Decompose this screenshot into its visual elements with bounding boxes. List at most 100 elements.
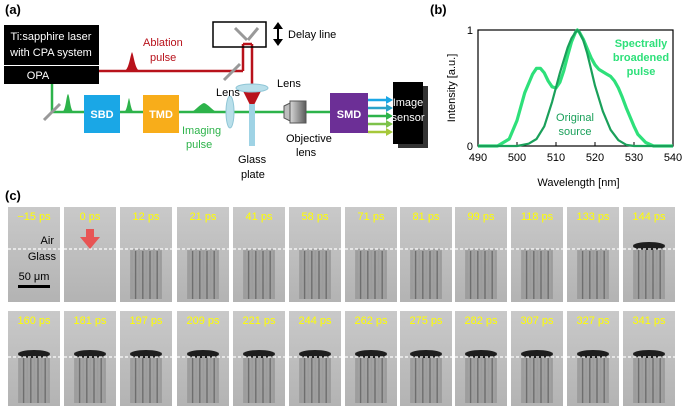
frame-image: 341 ps bbox=[623, 311, 675, 406]
frame-tile: 282 ps bbox=[455, 311, 507, 406]
objective-label-line1: Objective bbox=[286, 133, 332, 145]
frame-image: 133 ps bbox=[567, 207, 619, 302]
ejected-material bbox=[577, 350, 609, 358]
panel-a-label: (a) bbox=[5, 2, 21, 17]
time-label: 275 ps bbox=[409, 315, 443, 327]
glass-label: Glass bbox=[28, 251, 57, 263]
ejected-material bbox=[521, 350, 553, 358]
time-label: 12 ps bbox=[133, 211, 160, 223]
time-label: 58 ps bbox=[302, 211, 329, 223]
x-tick-label: 540 bbox=[664, 152, 682, 164]
frame-image: 118 ps bbox=[511, 207, 563, 302]
tmd-label: TMD bbox=[149, 109, 173, 121]
objective-body bbox=[289, 100, 307, 124]
frame-tile: 275 ps bbox=[400, 311, 452, 406]
frame-tile: 262 ps bbox=[345, 311, 397, 406]
glass-label-line1: Glass bbox=[238, 154, 267, 166]
frame-tile: 99 ps bbox=[455, 207, 507, 302]
frame-tile: 133 ps bbox=[567, 207, 619, 302]
time-label: 81 ps bbox=[413, 211, 440, 223]
frame-tile: 209 ps bbox=[177, 311, 229, 406]
frame-tile: 221 ps bbox=[233, 311, 285, 406]
scale-label: 50 μm bbox=[19, 271, 50, 283]
frame-image: 307 ps bbox=[511, 311, 563, 406]
panel-c-label: (c) bbox=[5, 188, 21, 203]
time-label: 341 ps bbox=[632, 315, 666, 327]
scale-bar bbox=[18, 285, 50, 288]
y-tick-label: 1 bbox=[467, 25, 473, 37]
time-label: 0 ps bbox=[80, 211, 101, 223]
frame-tile: 58 ps bbox=[289, 207, 341, 302]
frame-image: 181 ps bbox=[64, 311, 116, 406]
frame-tile: 160 ps bbox=[8, 311, 60, 406]
broadened-annotation: Spectrally bbox=[615, 38, 668, 50]
frame-tile: 0 ps bbox=[64, 207, 116, 302]
delay-mirror-right bbox=[246, 27, 260, 41]
ejected-material bbox=[465, 350, 497, 358]
ejected-material bbox=[243, 350, 275, 358]
time-label: 209 ps bbox=[186, 315, 220, 327]
glass-plate bbox=[249, 104, 255, 146]
objective-tip bbox=[283, 102, 291, 122]
laser-box bbox=[4, 25, 99, 65]
imaging-label-line2: pulse bbox=[186, 139, 212, 151]
frame-image: 275 ps bbox=[400, 311, 452, 406]
x-tick-label: 520 bbox=[586, 152, 604, 164]
smd-box bbox=[330, 93, 368, 133]
frame-image: 197 ps bbox=[120, 311, 172, 406]
time-label: 21 ps bbox=[190, 211, 217, 223]
split-beams bbox=[368, 96, 393, 136]
ejected-material bbox=[18, 350, 50, 358]
frame-image: 262 ps bbox=[345, 311, 397, 406]
sbd-box bbox=[84, 95, 120, 133]
time-label: 181 ps bbox=[73, 315, 107, 327]
time-label: 221 ps bbox=[242, 315, 276, 327]
ejected-material bbox=[355, 350, 387, 358]
time-label: 144 ps bbox=[632, 211, 666, 223]
air-label: Air bbox=[41, 235, 55, 247]
mirror-lower-left bbox=[42, 102, 62, 122]
opa-label: OPA bbox=[27, 70, 50, 82]
x-tick-label: 530 bbox=[625, 152, 643, 164]
ejected-material bbox=[187, 350, 219, 358]
frame-tile: 307 ps bbox=[511, 311, 563, 406]
ablation-pulse-shape bbox=[124, 52, 140, 71]
ejected-material bbox=[633, 350, 665, 358]
tmd-box bbox=[143, 95, 179, 133]
x-tick-label: 490 bbox=[469, 152, 487, 164]
frame-image: 221 ps bbox=[233, 311, 285, 406]
panel-c-label-svg: (c) bbox=[5, 188, 21, 203]
time-label: 262 ps bbox=[354, 315, 388, 327]
frame-tile: 12 ps bbox=[120, 207, 172, 302]
frame-image: 160 ps bbox=[8, 311, 60, 406]
frame-image: 0 ps bbox=[64, 207, 116, 302]
objective-label-line2: lens bbox=[296, 147, 317, 159]
original-annotation: source bbox=[558, 126, 591, 138]
panel-b-label: (b) bbox=[430, 2, 447, 17]
ejected-material bbox=[299, 350, 331, 358]
frame-image: 327 ps bbox=[567, 311, 619, 406]
lens-left-label: Lens bbox=[216, 87, 240, 99]
lens-top bbox=[235, 83, 269, 93]
frame-tile: 81 ps bbox=[400, 207, 452, 302]
time-label: 244 ps bbox=[298, 315, 332, 327]
imaging-pulse-shape-1 bbox=[62, 94, 74, 112]
frame-image: 71 ps bbox=[345, 207, 397, 302]
ejected-material bbox=[410, 350, 442, 358]
delay-line-box bbox=[212, 21, 267, 48]
frame-tile: 71 ps bbox=[345, 207, 397, 302]
imaging-pulse-shape-3 bbox=[191, 103, 217, 112]
setup-diagram: (a) Ti:sapphire laser with CPA system OP… bbox=[4, 2, 428, 181]
ablation-label-line2: pulse bbox=[150, 52, 176, 64]
fold-mirror bbox=[222, 62, 242, 82]
time-label: 282 ps bbox=[464, 315, 498, 327]
frame-image: 282 ps bbox=[455, 311, 507, 406]
sensor-label-line1: Image bbox=[393, 97, 424, 109]
delay-line-label: Delay line bbox=[288, 29, 336, 41]
time-label: 118 ps bbox=[521, 211, 554, 223]
time-label: 327 ps bbox=[576, 315, 610, 327]
original-annotation: Original bbox=[556, 112, 594, 124]
frame-image: 81 ps bbox=[400, 207, 452, 302]
